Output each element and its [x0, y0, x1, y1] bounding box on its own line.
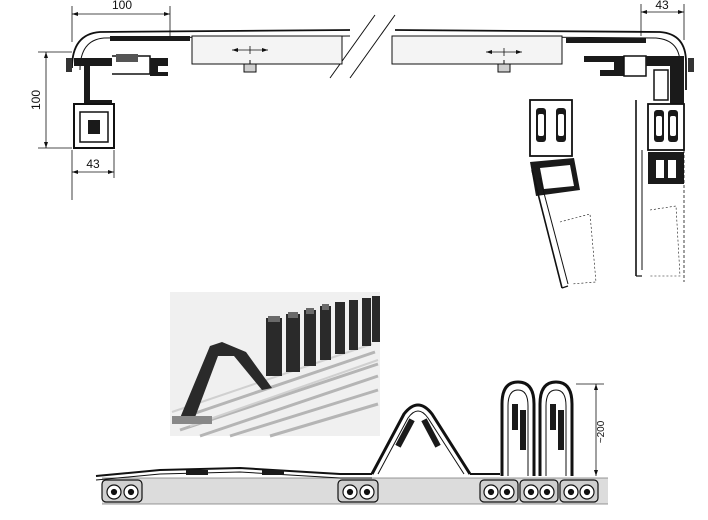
seal-strip-right [566, 38, 646, 43]
carriage-5 [559, 479, 599, 503]
slide-arrow-left [232, 46, 268, 54]
fold-triangle [370, 403, 472, 475]
carriage-1 [101, 479, 143, 503]
tilted-panel [529, 99, 597, 289]
break-marks [329, 14, 396, 79]
seal-strip-left [110, 36, 190, 41]
fold-loop-1 [500, 380, 536, 476]
dim-label-43-top: 43 [655, 0, 669, 12]
dim-label-100-top: 100 [112, 0, 132, 12]
bolt-left [243, 60, 257, 73]
dim-label-100-left: 100 [29, 90, 43, 110]
dimension-fold-height: ~200 [576, 383, 607, 476]
carriage-3 [479, 479, 519, 503]
carriage-4 [519, 479, 559, 503]
hinge-photo [170, 292, 380, 438]
bottom-rail-diagram: ~200 [95, 380, 608, 505]
fold-loop-2 [538, 380, 574, 476]
slide-arrow-right [486, 48, 522, 56]
carrier-right [391, 35, 563, 65]
dimension-top-left-width: 100 [71, 0, 171, 42]
flat-panel-line [95, 466, 372, 477]
dim-label-43-bottom: 43 [86, 157, 100, 171]
cover-outline [71, 29, 687, 90]
dimension-left-height: 100 [29, 51, 72, 149]
dimension-top-right-width: 43 [640, 0, 685, 40]
carriage-2 [337, 479, 379, 503]
right-vertical-panel [635, 100, 685, 282]
dim-label-200: ~200 [596, 420, 607, 443]
bolt-right [497, 60, 511, 73]
cross-section-top: 100 43 100 43 [29, 0, 694, 289]
dimension-left-bottom-width: 43 [71, 150, 115, 200]
right-frame-profile [584, 55, 694, 184]
left-frame-profile [66, 54, 168, 149]
carriages [101, 479, 599, 503]
